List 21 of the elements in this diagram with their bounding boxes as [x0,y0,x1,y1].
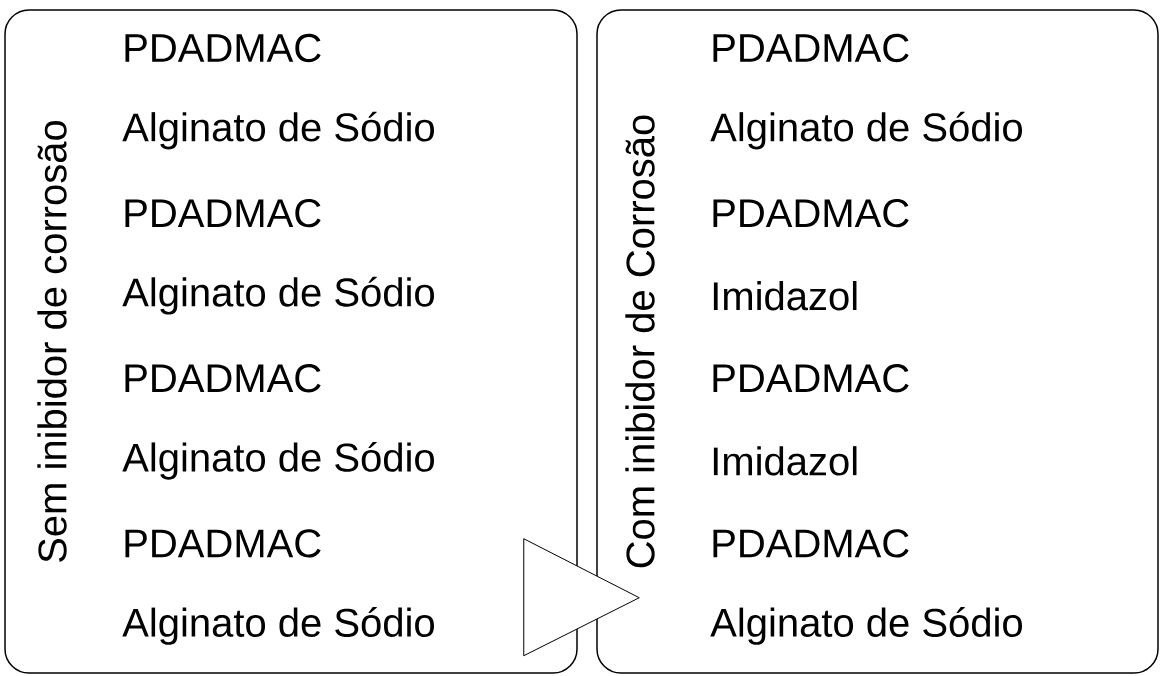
layer-label: Alginato de Sódio [122,276,434,315]
layer-label: PDADMAC [713,364,909,393]
rotated-heading: Com inibidor de Corrosão [625,115,655,568]
layer-label: Alginato de Sódio [710,111,1022,150]
layer-label: Alginato de Sódio [122,441,434,480]
layer-label: PDADMAC [125,33,321,63]
layer-label: Imidazol [713,446,857,476]
layer-label: Alginato de Sódio [710,607,1022,645]
layer-label: Imidazol [713,281,857,311]
layer-label: Alginato de Sódio [122,607,434,645]
layer-label: Alginato de Sódio [122,111,434,150]
layer-label: PDADMAC [713,33,909,63]
layer-label: PDADMAC [713,529,909,558]
layer-label: PDADMAC [125,529,321,558]
rotated-heading: Sem inibidor de corrosão [37,120,67,562]
layer-label: PDADMAC [125,199,321,228]
chevron-arrow [523,538,640,657]
layer-label: PDADMAC [713,199,909,228]
layer-stack-box [4,9,578,674]
layer-label: PDADMAC [125,364,321,393]
layer-stack-box [596,9,1159,674]
